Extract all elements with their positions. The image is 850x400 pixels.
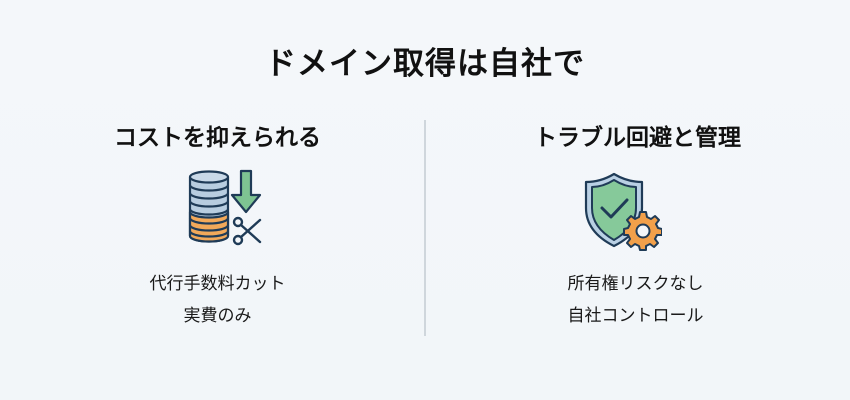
page-title: ドメイン取得は自社で (265, 46, 585, 82)
column-cost: コストを抑えられる (114, 125, 321, 326)
column-trouble: トラブル回避と管理 所有権リスクなし 自社コントロール (425, 0, 850, 400)
shield-check-gear-icon (582, 172, 662, 252)
point-item: 代行手数料カット (149, 274, 286, 294)
point-item: 所有権リスクなし (567, 274, 704, 294)
point-item: 自社コントロール (567, 306, 704, 326)
column-heading: トラブル回避と管理 (534, 125, 741, 151)
column-divider (424, 120, 426, 336)
point-item: 実費のみ (183, 306, 252, 326)
point-list: 所有権リスクなし 自社コントロール (423, 268, 848, 332)
column-heading: コストを抑えられる (114, 125, 321, 151)
point-list: 代行手数料カット 実費のみ (5, 268, 430, 332)
coin-stack-down-arrow-scissors-icon (186, 168, 266, 248)
